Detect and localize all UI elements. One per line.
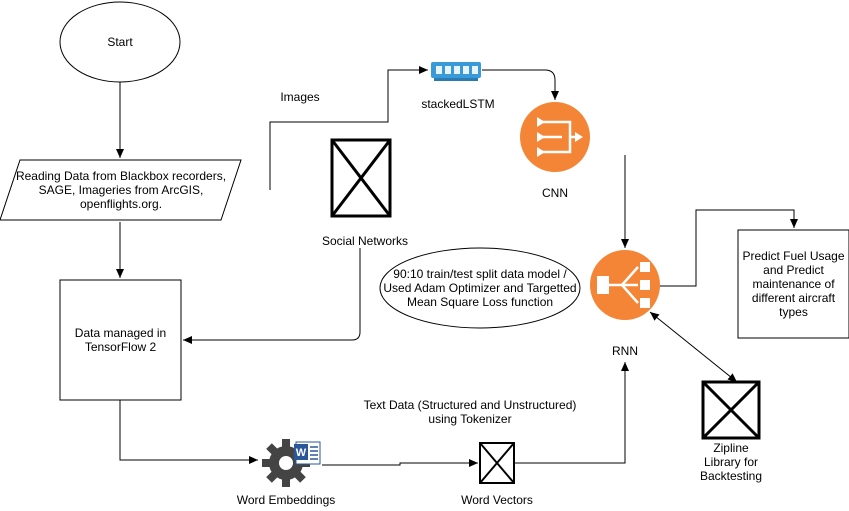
word-vectors-placeholder-icon bbox=[479, 442, 515, 484]
managed-line-1: Data managed in bbox=[74, 326, 167, 340]
svg-text:W: W bbox=[296, 447, 307, 459]
word-vectors-label: Word Vectors bbox=[461, 493, 533, 507]
text-data-line-1: Text Data (Structured and Unstructured) bbox=[363, 398, 577, 412]
gear-word-icon: W bbox=[262, 439, 321, 487]
split-line-1: 90:10 train/test split data model / bbox=[393, 267, 567, 281]
start-text: Start bbox=[107, 35, 133, 49]
training-config-node bbox=[379, 247, 581, 329]
edge-vectors-to-rnn bbox=[514, 362, 629, 464]
edge-managed-to-embeddings bbox=[119, 400, 258, 464]
social-networks-label: Social Networks bbox=[321, 234, 409, 248]
predict-line-3: maintenance of bbox=[752, 277, 835, 291]
start-node bbox=[59, 1, 181, 83]
reading-line-3: openflights.org. bbox=[79, 197, 163, 211]
reading-line-2: SAGE, Imageries from ArcGIS, bbox=[38, 183, 204, 197]
memory-chip-icon bbox=[431, 62, 481, 81]
images-label: Images bbox=[280, 90, 320, 104]
edge-rnn-zipline-bidirectional bbox=[649, 311, 738, 383]
training-config-label: 90:10 train/test split data model / Used… bbox=[380, 264, 580, 312]
text-data-line-2: using Tokenizer bbox=[428, 412, 512, 426]
rnn-load-balancer-icon bbox=[590, 250, 660, 320]
text-data-label: Text Data (Structured and Unstructured) … bbox=[355, 397, 585, 427]
edge-rnn-to-predict bbox=[658, 209, 798, 287]
zipline-line-2: Library for bbox=[703, 455, 759, 469]
split-line-2: Used Adam Optimizer and Targetted bbox=[383, 281, 577, 295]
predict-node bbox=[737, 229, 849, 339]
predict-line-1: Predict Fuel Usage bbox=[742, 249, 845, 263]
word-embeddings-label: Word Embeddings bbox=[236, 493, 336, 507]
data-managed-label: Data managed in TensorFlow 2 bbox=[60, 310, 181, 370]
zipline-label: Zipline Library for Backtesting bbox=[686, 440, 776, 484]
split-line-3: Mean Square Loss function bbox=[406, 295, 554, 309]
edge-lstm-to-cnn bbox=[482, 69, 559, 100]
predict-line-4: different aircraft bbox=[751, 291, 836, 305]
reading-line-1: Reading Data from Blackbox recorders, bbox=[15, 169, 227, 183]
predict-line-5: types bbox=[779, 305, 808, 319]
predict-label: Predict Fuel Usage and Predict maintenan… bbox=[738, 245, 849, 323]
edge-reading-to-lstm bbox=[269, 66, 428, 190]
zipline-line-3: Backtesting bbox=[699, 469, 763, 483]
stacked-lstm-label: stackedLSTM bbox=[421, 97, 495, 111]
cnn-label: CNN bbox=[542, 186, 568, 200]
managed-line-2: TensorFlow 2 bbox=[84, 340, 157, 354]
zipline-line-1: Zipline bbox=[713, 441, 749, 455]
rnn-label: RNN bbox=[612, 344, 638, 358]
data-managed-node bbox=[59, 279, 182, 401]
social-networks-placeholder-icon bbox=[330, 138, 392, 218]
zipline-placeholder-icon bbox=[701, 380, 761, 440]
cnn-filter-icon bbox=[520, 102, 590, 172]
edge-social-to-managed bbox=[183, 248, 361, 344]
predict-line-2: and Predict bbox=[763, 263, 824, 277]
edge-embeddings-to-vectors bbox=[322, 459, 478, 467]
reading-data-node bbox=[0, 159, 242, 221]
start-label: Start bbox=[60, 28, 180, 56]
reading-data-label: Reading Data from Blackbox recorders, SA… bbox=[10, 162, 232, 218]
